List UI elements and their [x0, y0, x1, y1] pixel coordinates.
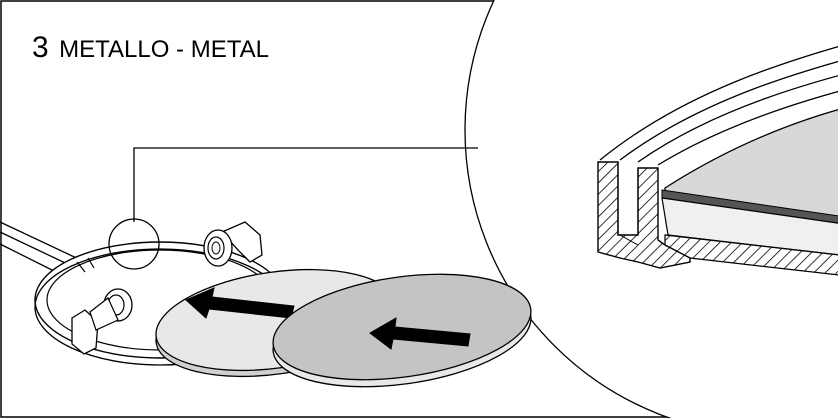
detail-disc-surface	[664, 94, 838, 226]
disc-dark	[272, 273, 532, 388]
arrow-left-icon	[369, 317, 471, 350]
clamp-top	[203, 221, 263, 267]
callout-leader-line	[133, 147, 478, 222]
clamp-bottom	[71, 288, 133, 355]
arrow-left-icon	[185, 287, 295, 319]
title-label: METALLO - METAL	[59, 36, 269, 63]
detail-bottom-plate	[664, 234, 838, 283]
detail-frame-section	[597, 161, 691, 269]
title-number: 3	[32, 31, 49, 64]
callout-circle	[108, 218, 160, 270]
magnified-detail	[464, 0, 838, 418]
title-group: 3 METALLO - METAL	[32, 31, 269, 64]
